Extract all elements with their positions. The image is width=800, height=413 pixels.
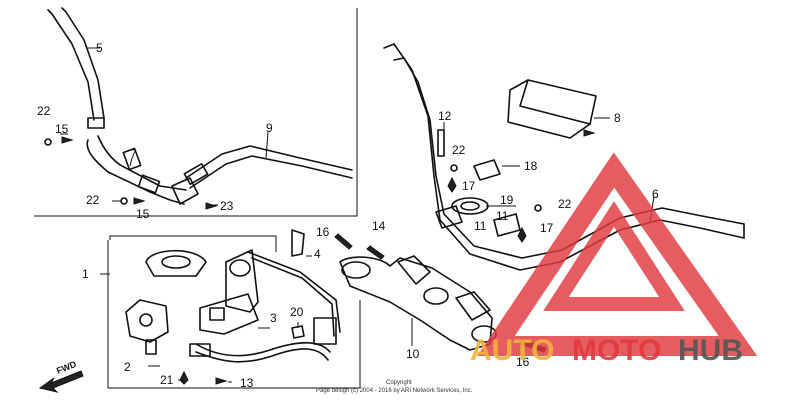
bar-part-5-end xyxy=(87,117,105,129)
bridge-boss-right xyxy=(455,291,491,321)
callout-3: 3 xyxy=(270,311,277,325)
bolt-15a xyxy=(61,136,74,144)
bolt-15b xyxy=(133,197,146,205)
switch-cover-top xyxy=(161,255,191,269)
callout-9: 9 xyxy=(266,121,273,135)
screw-part-21 xyxy=(179,370,189,385)
bridge-hole-left xyxy=(341,261,371,279)
ignition-base xyxy=(199,293,259,335)
callout-20: 20 xyxy=(290,305,304,319)
inset-frame xyxy=(34,8,358,217)
callout-15a: 15 xyxy=(55,122,69,136)
nut-part-18 xyxy=(473,159,501,181)
callout-16b: 16 xyxy=(516,355,530,369)
washer-part-19-hole xyxy=(460,201,480,211)
callout-10: 10 xyxy=(406,347,420,361)
wire-harness-3b xyxy=(251,257,335,337)
watermark-logo: AUTO MOTO HUB xyxy=(470,152,758,367)
bar-part-5 xyxy=(47,7,105,121)
fwd-arrow-icon xyxy=(38,370,84,393)
callout-19: 19 xyxy=(500,193,514,207)
watermark-triangle-icon xyxy=(477,152,758,356)
callout-22c: 22 xyxy=(452,143,466,157)
bolt-23 xyxy=(205,202,218,210)
callout-12: 12 xyxy=(438,109,452,123)
bridge-hole-center xyxy=(423,287,449,305)
pin-part-12 xyxy=(437,129,445,157)
callout-8: 8 xyxy=(614,111,621,125)
callout-11a: 11 xyxy=(474,219,487,233)
callout-11b: 11 xyxy=(496,209,509,223)
switch-plug xyxy=(145,339,157,355)
ignition-top xyxy=(229,259,251,277)
joint-part xyxy=(171,177,199,205)
cover-part-8-screw xyxy=(583,129,596,137)
callout-22a: 22 xyxy=(37,104,51,118)
switch-body xyxy=(125,299,169,343)
bolt-part-17b xyxy=(517,226,527,243)
callout-15b: 15 xyxy=(136,207,150,221)
bolt-part-14 xyxy=(366,245,385,260)
harness-connector-3 xyxy=(313,317,337,345)
harness-connector-2 xyxy=(189,343,211,357)
callout-17a: 17 xyxy=(462,179,476,193)
callout-14: 14 xyxy=(372,219,386,233)
callout-16a: 16 xyxy=(316,225,330,239)
watermark-auto: AUTO xyxy=(470,334,554,367)
copyright-line1: Copyright xyxy=(386,380,412,386)
washer-22d xyxy=(534,204,542,212)
switch-lock xyxy=(139,313,153,327)
callout-22b: 22 xyxy=(86,193,100,207)
bolt-part-16a xyxy=(334,233,353,250)
copyright-line2: Page design (c) 2004 - 2016 by ARI Netwo… xyxy=(316,388,473,394)
callout-5: 5 xyxy=(96,41,103,55)
clamp-part-11b xyxy=(493,213,521,237)
callout-21: 21 xyxy=(160,373,174,387)
pipe-part-7b xyxy=(97,135,187,191)
cover-part-8-edge xyxy=(519,79,591,125)
switch-cover xyxy=(145,250,207,277)
callout-6: 6 xyxy=(652,187,659,201)
bracket-part-4 xyxy=(291,229,305,257)
callout-2: 2 xyxy=(124,360,131,374)
wire-harness-2b xyxy=(195,348,329,363)
callout-4: 4 xyxy=(314,247,321,261)
watermark-hub: HUB xyxy=(678,334,743,367)
callout-13: 13 xyxy=(240,376,254,390)
grip-part-9 xyxy=(183,163,209,185)
clamp-part-11a xyxy=(435,205,463,229)
callout-7: 7 xyxy=(130,147,137,161)
bolt-part-17a xyxy=(447,176,457,193)
bar-part-9 xyxy=(185,145,353,189)
bridge-boss-left xyxy=(397,255,431,285)
watermark-inner-triangle-icon xyxy=(543,201,685,311)
handlebar-part-6b xyxy=(393,57,745,259)
clamp-part-7b xyxy=(137,174,161,194)
callout-1: 1 xyxy=(82,267,89,281)
cover-part-8 xyxy=(507,79,597,139)
clip-part-20 xyxy=(291,325,305,339)
bolt-part-13 xyxy=(215,377,228,385)
callout-17b: 17 xyxy=(540,221,554,235)
watermark-moto: MOTO xyxy=(572,334,661,367)
washer-part-19 xyxy=(451,197,489,215)
top-bridge-part-10 xyxy=(339,256,493,351)
wire-harness-3 xyxy=(247,251,341,333)
callout-18: 18 xyxy=(524,159,538,173)
callout-22d: 22 xyxy=(558,197,572,211)
clamp-part-7 xyxy=(122,147,142,171)
group-frame-top xyxy=(109,235,277,252)
ignition-key xyxy=(209,307,225,321)
washer-22c xyxy=(450,164,458,172)
washer-22a xyxy=(44,138,52,146)
callout-23: 23 xyxy=(220,199,234,213)
